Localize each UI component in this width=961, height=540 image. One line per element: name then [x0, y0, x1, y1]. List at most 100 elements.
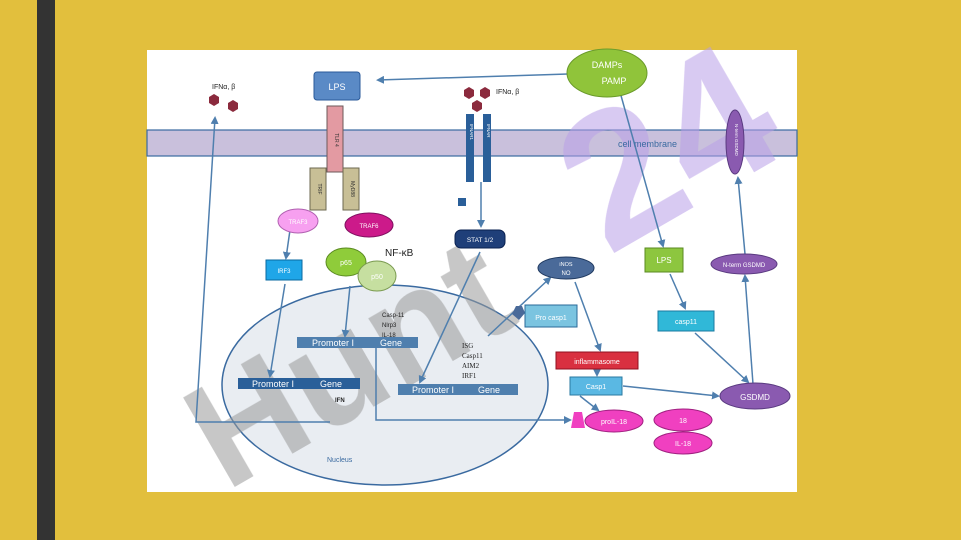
- inflammasome-box: [555, 351, 639, 370]
- ifnar2-label: IFNAR: [486, 124, 491, 138]
- arrow-ifn-feedback: [195, 116, 330, 423]
- p50-label: p50: [371, 274, 383, 281]
- arrow-ngsdmd-to-membrane: [734, 176, 746, 255]
- tlr4-label: TLR 4: [333, 133, 339, 147]
- pamp-label: PAMP: [602, 76, 627, 86]
- cell-membrane-label: cell membrane: [618, 139, 677, 149]
- tlr4-receptor: [326, 105, 344, 173]
- damps-pamp-ellipse: [566, 48, 648, 98]
- traf3-label: TRAF3: [288, 220, 308, 226]
- ifn-right-label: IFNα, β: [496, 89, 519, 96]
- casp1-label: Casp1: [586, 384, 606, 391]
- procasp-label: Pro casp1: [535, 315, 567, 322]
- stat-label: STAT 1/2: [467, 237, 494, 244]
- p50-ellipse: [357, 260, 397, 292]
- arrow-irf3-to-promoter: [267, 283, 286, 378]
- inflammasome-label: inflammasome: [574, 359, 620, 366]
- irf3-label: IRF3: [277, 269, 291, 275]
- promoter-stat-label: Promoter I: [412, 385, 454, 395]
- ifnar1-label: IFNAR1: [469, 124, 474, 141]
- trif-adaptor: [309, 167, 327, 211]
- nf-gene-casp11: Casp-11: [382, 313, 405, 319]
- isg-gene-irf1: IRF1: [462, 372, 477, 380]
- myd88-label: MyD88: [349, 181, 355, 197]
- traf6-label: TRAF6: [359, 224, 379, 230]
- promoter-bar-stat: [398, 384, 518, 395]
- traf6-ellipse: [344, 212, 394, 238]
- trif-label: TRIF: [316, 183, 322, 194]
- arrow-traf3-to-irf3: [282, 229, 291, 260]
- irf3-box: [265, 259, 303, 281]
- promoter-bar-nfkb: [297, 337, 418, 348]
- procasp-box: [524, 304, 578, 328]
- damps-label: DAMPs: [592, 60, 623, 70]
- no-label: NO: [562, 271, 571, 277]
- promoter-irf3-label: Promoter I: [252, 379, 294, 389]
- arrow-inos-to-inflammasome: [574, 281, 602, 352]
- isg-gene-isg: ISG: [462, 342, 473, 350]
- ifn-hexagon-icon: [480, 87, 490, 99]
- arrow-damps-to-lps: [376, 73, 569, 84]
- arrow-pamp-to-lps2: [619, 91, 666, 248]
- ifnar2-receptor: [483, 114, 491, 182]
- casp11-label: casp11: [675, 319, 697, 326]
- prol18-label: proIL-18: [601, 419, 627, 426]
- gene-nfkb-label: Gene: [380, 338, 402, 348]
- arrow-gene-to-prol18: [375, 348, 572, 424]
- procasp-pentagon-icon: [512, 306, 525, 320]
- ngsdmd-label: N-term GSDMD: [723, 263, 766, 269]
- ngsdmd-membrane-ellipse: [725, 109, 745, 175]
- jak-square: [458, 198, 466, 206]
- p65-label: p65: [340, 260, 352, 267]
- casp11-box: [657, 310, 715, 332]
- isg-gene-casp11: Casp11: [462, 352, 483, 360]
- nucleus-label: Nucleus: [327, 457, 353, 464]
- inos-label: iNOS: [559, 262, 572, 268]
- lps-green-label: LPS: [656, 256, 671, 265]
- nf-gene-il18: IL-18: [382, 333, 396, 339]
- p65-ellipse: [325, 247, 367, 277]
- promoter-bar-irf3: [238, 378, 360, 389]
- inos-ellipse: [537, 256, 595, 280]
- arrow-gsdmd-to-ngsdmd: [741, 274, 754, 385]
- nfkb-label: NF-κB: [385, 248, 414, 259]
- gsdmd-ellipse: [719, 382, 791, 410]
- left-dark-bar: [37, 0, 55, 540]
- lps-label: LPS: [328, 82, 345, 92]
- arrow-lps2-to-casp11: [669, 273, 687, 310]
- l18-label: 18: [679, 418, 687, 425]
- lps-box: [313, 71, 361, 101]
- ngsdmd-ellipse: [710, 253, 778, 275]
- ifnar1-receptor: [466, 114, 474, 182]
- il18-ellipse: [653, 431, 713, 455]
- ifn-hexagon-icon: [228, 100, 238, 112]
- myd88-adaptor: [342, 167, 360, 211]
- gene-irf3-label: Gene: [320, 379, 342, 389]
- lps-green-box: [644, 247, 684, 273]
- ngsdmd-membrane-label: N-term GSDMD: [734, 124, 739, 156]
- arrow-casp1-to-gsdmd: [622, 385, 720, 400]
- arrow-casp1-to-prol18: [579, 395, 600, 412]
- gene-stat-label: Gene: [478, 385, 500, 395]
- isg-gene-aim2: AIM2: [462, 362, 480, 370]
- ifn-hexagon-icon: [209, 94, 219, 106]
- ifn-molecules-left: [209, 94, 238, 112]
- ifn-gene-label: IFN: [335, 398, 345, 404]
- arrow-stat-to-promoter: [418, 251, 481, 384]
- promoter-nfkb-label: Promoter I: [312, 338, 354, 348]
- prol18-ellipse: [584, 409, 644, 433]
- prol18-trapezoid-icon: [571, 412, 585, 428]
- arrow-casp11-to-gsdmd: [694, 332, 750, 384]
- ifn-hexagon-icon: [472, 100, 482, 112]
- casp1-box: [569, 376, 623, 396]
- stat-box: [454, 229, 506, 249]
- arrow-nfkb-to-promoter: [341, 285, 351, 338]
- nf-gene-nlrp3: Nlrp3: [382, 323, 397, 329]
- il18-label: IL-18: [675, 441, 691, 448]
- ifn-hexagon-icon: [464, 87, 474, 99]
- traf3-ellipse: [277, 208, 319, 234]
- gsdmd-label: GSDMD: [740, 393, 770, 402]
- ifn-molecules-right: [464, 87, 490, 112]
- l18-ellipse: [653, 408, 713, 432]
